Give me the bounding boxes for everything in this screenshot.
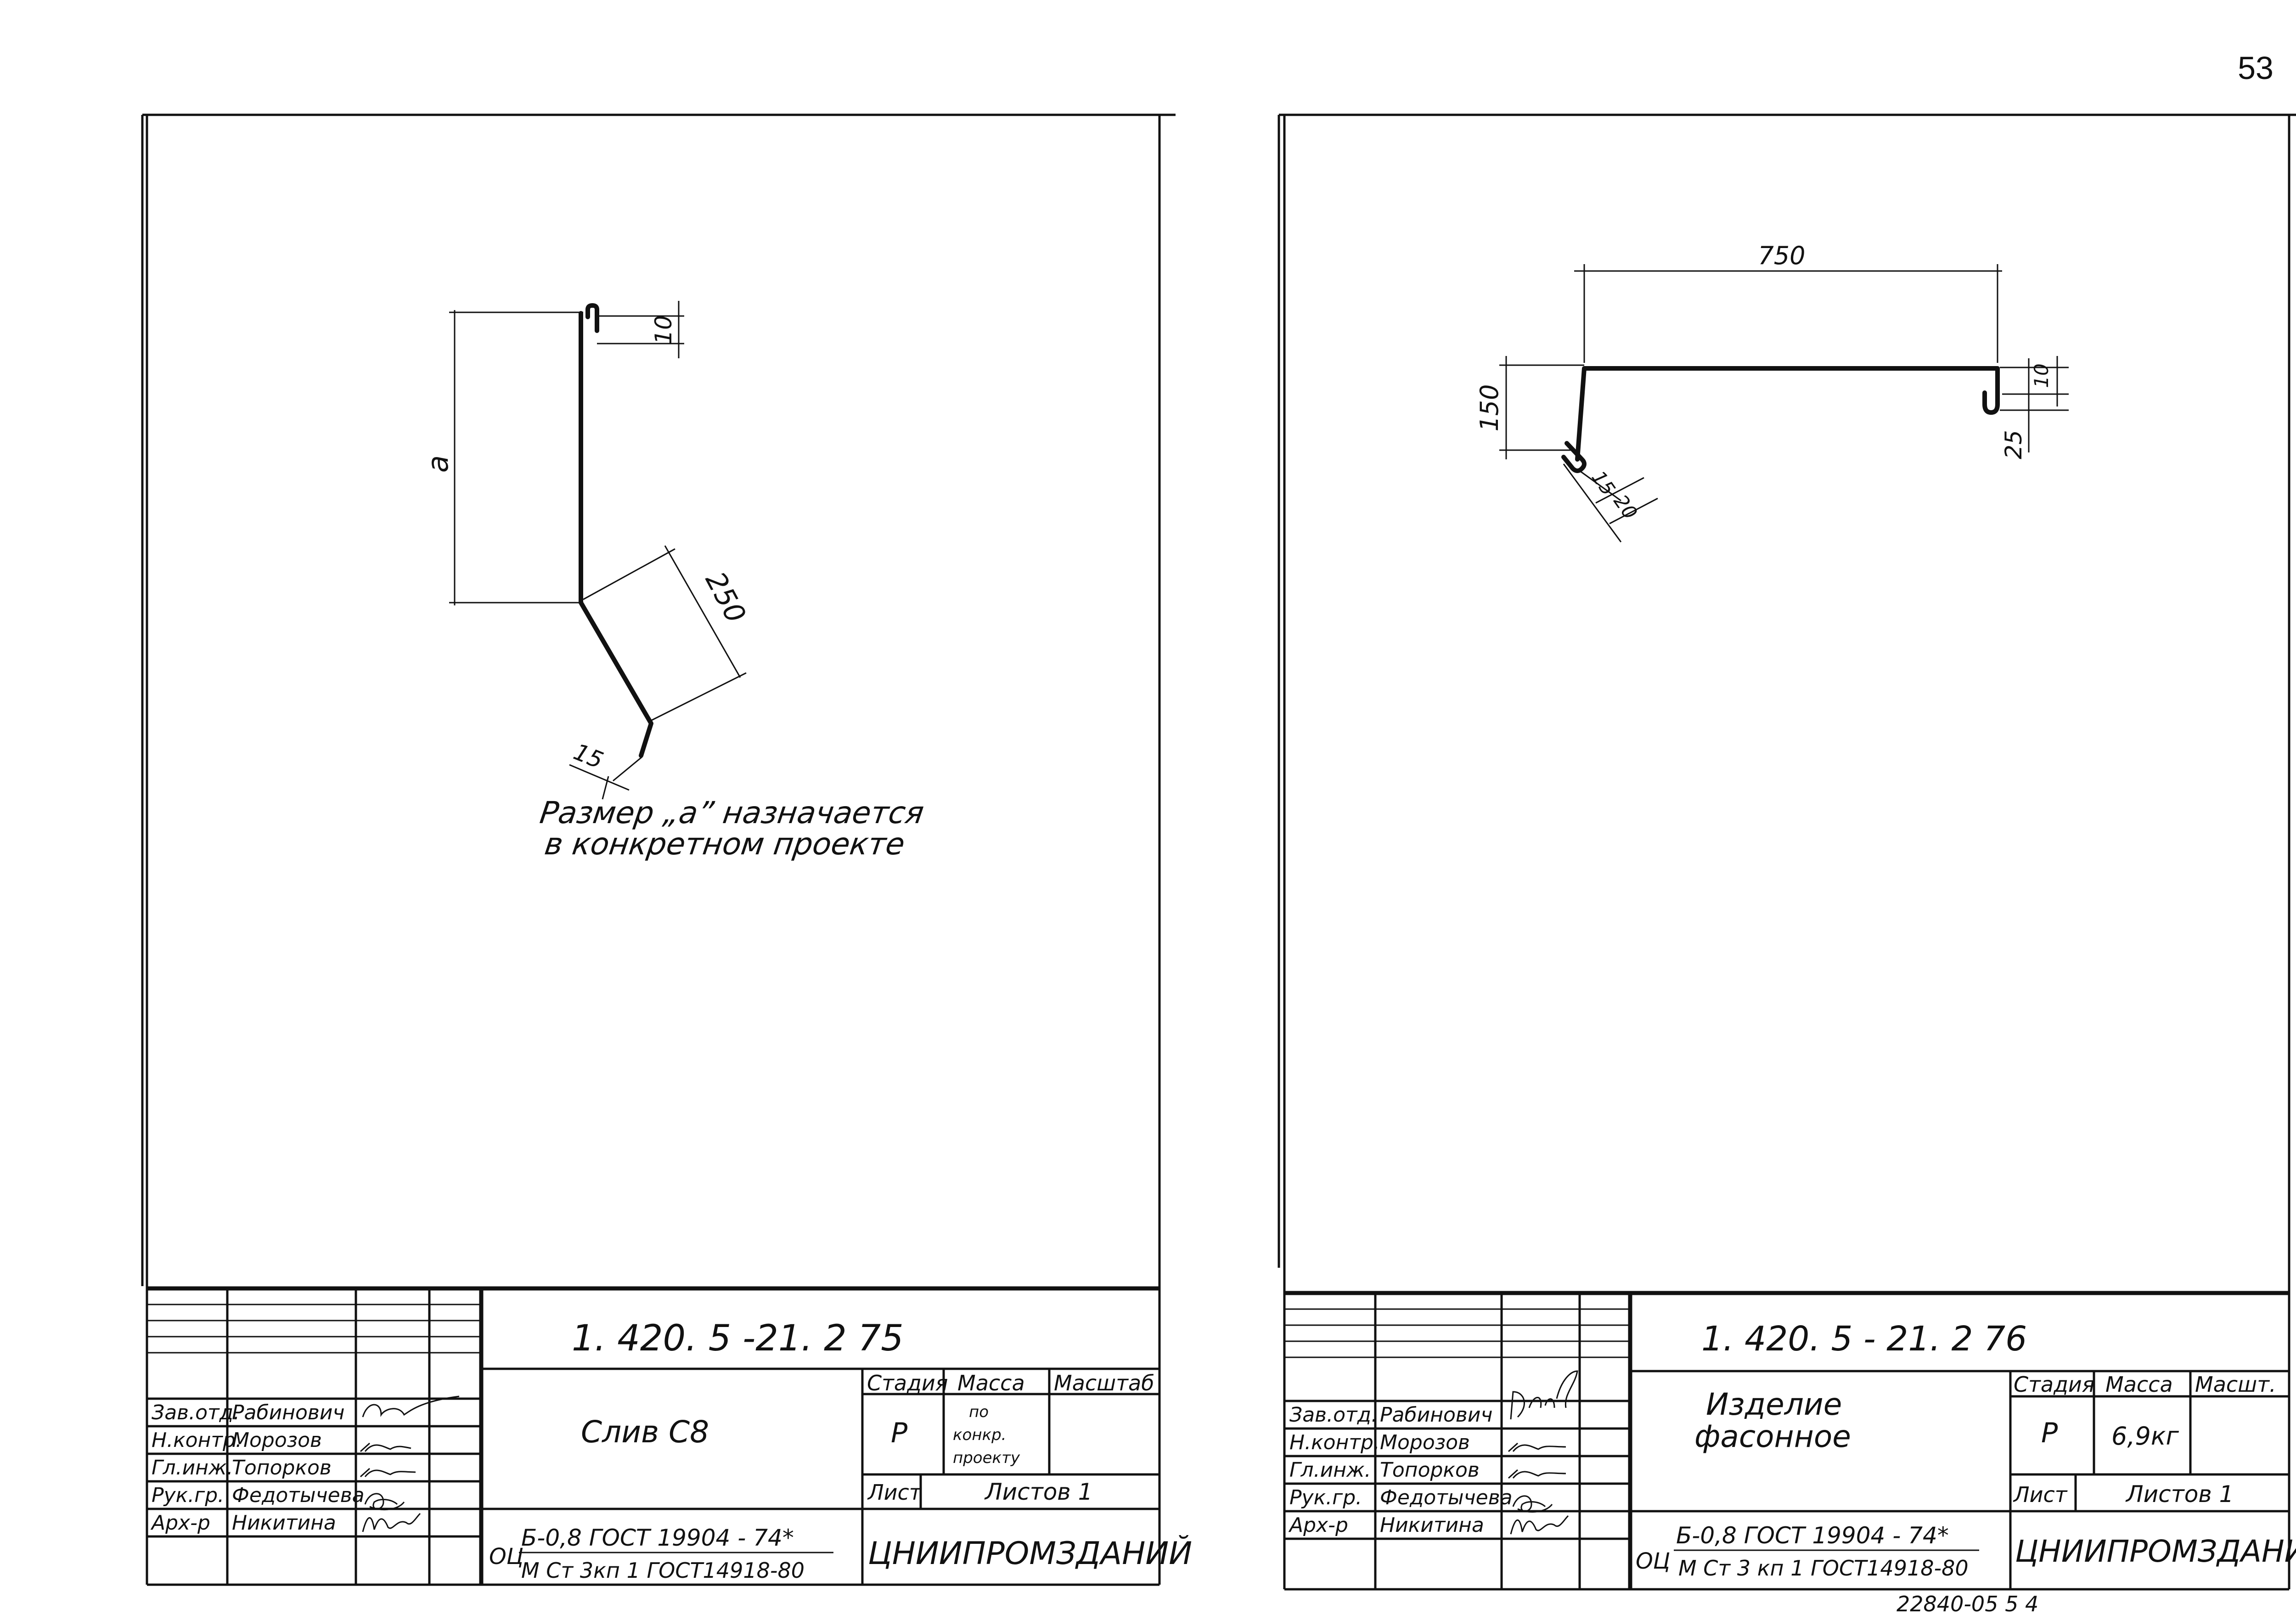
staff-role: Рук.гр.	[152, 1484, 224, 1507]
sheet-right: 750 150 10 25 15 20	[1277, 113, 2296, 1615]
designation: 1. 420. 5 - 21. 2 76	[1701, 1319, 2027, 1359]
dim-250-line	[664, 545, 741, 678]
title-line: Слив С8	[581, 1414, 709, 1450]
material-prefix: ОЦ	[489, 1544, 523, 1570]
dim-250-ext-top	[583, 548, 675, 600]
stage-header: Стадия	[867, 1371, 948, 1395]
dim-250-ext-bottom	[649, 672, 747, 722]
dim-10-label: 10	[650, 315, 677, 344]
dim-hook-ext-2	[1595, 477, 1644, 504]
part-bottom-hook	[1561, 441, 1587, 473]
dim-15-line	[569, 764, 630, 791]
dim-hook-ext-3	[1609, 497, 1658, 525]
staff-role: Рук.гр.	[1289, 1486, 1362, 1509]
part-top-hook	[1982, 390, 2000, 415]
signature	[1510, 1515, 1569, 1535]
dim-15-ext	[613, 756, 642, 782]
staff-name: Топорков	[1380, 1458, 1480, 1482]
mass-header: Масса	[2105, 1372, 2173, 1397]
mass-value-line: по	[969, 1403, 989, 1421]
signature	[1508, 1442, 1566, 1452]
staff-name: Никитина	[232, 1511, 336, 1535]
signature	[1510, 1370, 1578, 1420]
staff-role: Арх-р	[1288, 1513, 1348, 1537]
mass-header: Масса	[957, 1371, 1025, 1395]
sheet-label: Лист	[2013, 1482, 2068, 1507]
staff-name: Морозов	[1380, 1431, 1470, 1454]
staff-role: Н.контр.	[152, 1429, 242, 1452]
staff-name: Никитина	[1380, 1513, 1484, 1537]
staff-role: Гл.инж.	[1289, 1458, 1371, 1482]
footer-code: 22840-05 5 4	[1896, 1592, 2038, 1615]
title-line: фасонное	[1694, 1419, 1851, 1454]
signature	[1512, 1495, 1553, 1513]
material-bottom: М Ст 3 кп 1 ГОСТ14918-80	[1678, 1556, 1969, 1581]
signature	[362, 1513, 421, 1532]
dim-15-ext-2	[602, 776, 609, 800]
note-line-2: в конкретном проекте	[542, 826, 907, 862]
organization: ЦНИИПРОМЗДАНИЙ	[2015, 1533, 2296, 1569]
stage-value: Р	[891, 1417, 908, 1449]
signature	[362, 1395, 460, 1417]
organization: ЦНИИПРОМЗДАНИЙ	[868, 1535, 1192, 1572]
staff-role: Н.контр.	[1289, 1431, 1380, 1454]
title-block-left: Зав.отд. Рабинович Н.контр. Морозов Гл.и…	[147, 1286, 1192, 1585]
part-profile	[579, 311, 653, 758]
part-top-hook	[585, 303, 599, 333]
staff-role: Гл.инж.	[152, 1456, 233, 1479]
dim-750-label: 750	[1758, 241, 1805, 270]
signature	[364, 1493, 405, 1511]
signature	[360, 1468, 416, 1478]
title-block-right: Зав.отд. Рабинович Н.контр. Морозов Гл.и…	[1284, 1291, 2296, 1589]
scale-header: Масшт.	[2195, 1372, 2276, 1397]
page-number: 53	[2238, 50, 2273, 86]
material-bottom: М Ст 3кп 1 ГОСТ14918-80	[521, 1558, 805, 1583]
stage-value: Р	[2041, 1417, 2058, 1449]
dim-150-label: 150	[1475, 384, 1504, 431]
mass-value-line: 6,9кг	[2111, 1422, 2179, 1451]
dim-a-label: а	[421, 455, 455, 473]
staff-name: Морозов	[232, 1429, 322, 1452]
dim-hook-ext	[1579, 470, 1621, 502]
dim-15-label: 15	[1587, 467, 1620, 500]
staff-name: Федотычева	[232, 1484, 365, 1507]
staff-name: Федотычева	[1380, 1486, 1513, 1509]
designation: 1. 420. 5 -21. 2 75	[572, 1318, 904, 1359]
staff-role: Зав.отд.	[1289, 1403, 1378, 1427]
sheets-count: Листов 1	[984, 1479, 1092, 1505]
signature	[1508, 1469, 1566, 1479]
staff-role: Арх-р	[150, 1511, 210, 1535]
material-top: Б-0,8 ГОСТ 19904 - 74*	[521, 1525, 794, 1551]
dim-25-label: 25	[2000, 430, 2027, 459]
staff-role: Зав.отд.	[152, 1401, 240, 1424]
mass-value-line: проекту	[953, 1449, 1020, 1467]
staff-name: Рабинович	[232, 1401, 344, 1424]
material-prefix: ОЦ	[1636, 1548, 1670, 1574]
staff-name: Рабинович	[1380, 1403, 1492, 1427]
dim-15-label: 15	[570, 738, 607, 774]
material-top: Б-0,8 ГОСТ 19904 - 74*	[1676, 1522, 1949, 1549]
sheet-left: а 10 250 15 Размер „а” назначается в кон…	[141, 113, 1192, 1586]
signature	[360, 1442, 411, 1452]
mass-value-line: конкр.	[953, 1426, 1007, 1444]
part-drawing-slope-c8: а 10 250 15	[421, 301, 752, 800]
dim-10-label: 10	[2030, 363, 2053, 388]
scale-header: Масштаб	[1054, 1371, 1154, 1395]
note-line-1: Размер „а” назначается	[538, 795, 926, 830]
sheets-count: Листов 1	[2125, 1481, 2234, 1508]
part-drawing-shaped-product: 750 150 10 25 15 20	[1475, 241, 2069, 542]
staff-name: Топорков	[232, 1456, 332, 1479]
stage-header: Стадия	[2014, 1372, 2094, 1397]
title-line: Изделие	[1706, 1387, 1842, 1422]
part-profile	[1575, 366, 2000, 462]
sheet-label: Лист	[867, 1480, 922, 1505]
dim-hook-line	[1563, 463, 1622, 542]
